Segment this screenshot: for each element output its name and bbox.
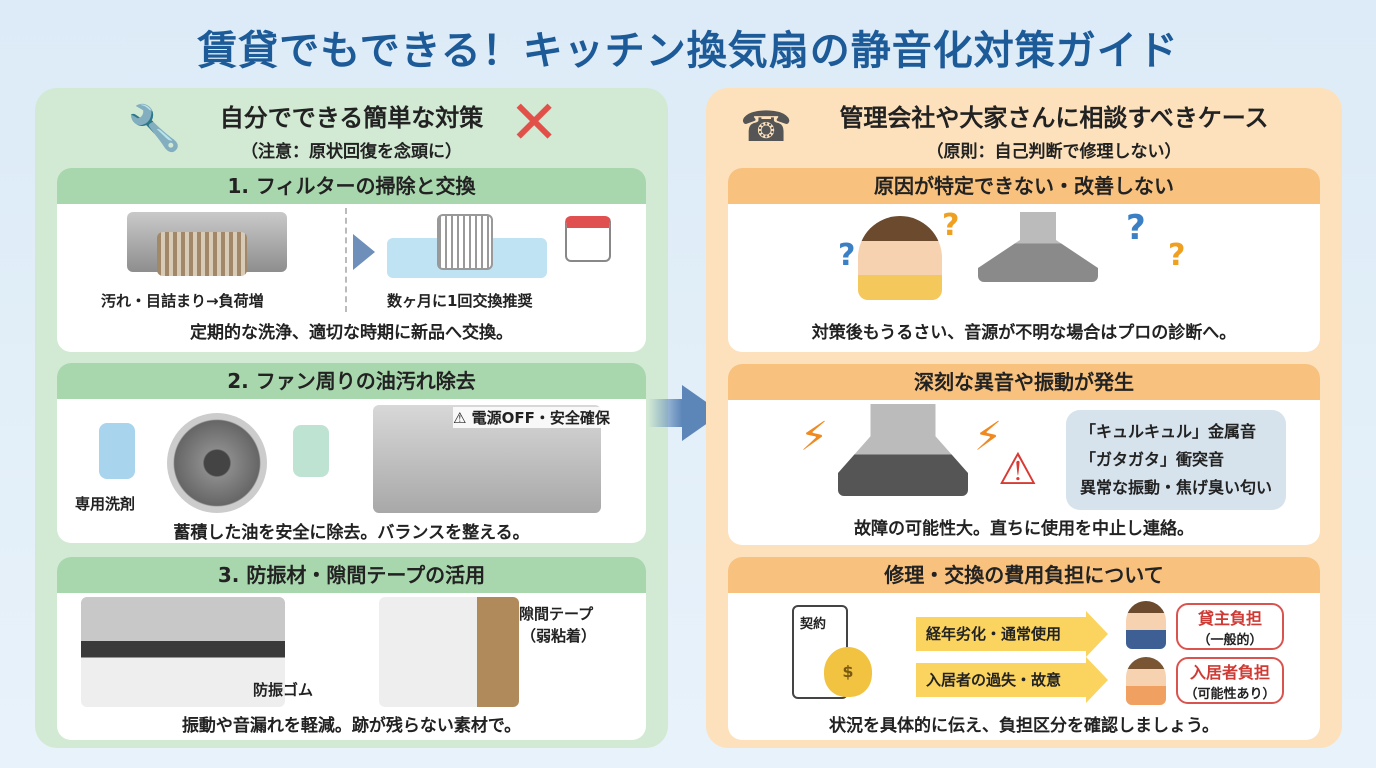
arrow-icon — [353, 234, 375, 270]
section-heading: 1. フィルターの掃除と交換 — [57, 168, 646, 204]
cause-label: 経年劣化・通常使用 — [926, 625, 1062, 643]
section-heading: 3. 防振材・隙間テープの活用 — [57, 557, 646, 593]
section-heading: 原因が特定できない・改善しない — [728, 168, 1320, 204]
section-caption: 定期的な洗浄、適切な時期に新品へ交換。 — [190, 323, 513, 343]
section-heading: 修理・交換の費用負担について — [728, 557, 1320, 593]
diy-measures-panel: 🔧 自分でできる簡単な対策 （注意：原状回復を念頭に） ✕ 1. フィルターの掃… — [35, 88, 668, 748]
cost-burden-section: 修理・交換の費用負担について 契約 $ 経年劣化・通常使用 入居者の過失・故意 … — [728, 557, 1320, 740]
spray-bottle-icon — [99, 423, 135, 479]
diy-panel-title: 自分でできる簡単な対策 — [219, 104, 484, 132]
shock-icon: ⚡ — [974, 414, 1003, 460]
tape-label: 隙間テープ — [519, 605, 594, 623]
section-heading: 2. ファン周りの油汚れ除去 — [57, 363, 646, 399]
power-off-warning: ⚠ 電源OFF・安全確保 — [453, 407, 610, 428]
symptom-item: 「キュルキュル」金属音 — [1080, 422, 1257, 441]
question-mark-icon: ? — [1126, 208, 1146, 248]
serious-noise-section: 深刻な異音や振動が発生 ⚡ ⚡ ⚠ 「キュルキュル」金属音 「ガタガタ」衝突音 … — [728, 364, 1320, 545]
damping-material-section: 3. 防振材・隙間テープの活用 防振ゴム 隙間テープ （弱粘着） 振動や音漏れを… — [57, 557, 646, 740]
tools-icon: 🔧 — [127, 103, 182, 154]
tape-note: （弱粘着） — [521, 627, 597, 645]
unknown-cause-section: 原因が特定できない・改善しない ? ? ? ? 対策後もうるさい、音源が不明な場… — [728, 168, 1320, 352]
diy-panel-header: 自分でできる簡単な対策 （注意：原状回復を念頭に） — [35, 98, 668, 162]
shock-icon: ⚡ — [800, 414, 829, 460]
detergent-label: 専用洗剤 — [75, 495, 136, 513]
question-mark-icon: ? — [942, 208, 960, 243]
payer-note: （一般的） — [1197, 633, 1263, 648]
filter-icon — [157, 232, 247, 276]
rubber-label: 防振ゴム — [253, 681, 314, 699]
filter-section: 1. フィルターの掃除と交換 汚れ・目詰まり→負荷増 数ヶ月に1回交換推奨 定期… — [57, 168, 646, 352]
section-caption: 状況を具体的に伝え、負担区分を確認しましょう。 — [829, 716, 1219, 736]
cause-label: 入居者の過失・故意 — [926, 671, 1062, 689]
filter-label-dirt: 汚れ・目詰まり→負荷増 — [101, 292, 264, 310]
payer-label: 貸主負担 — [1197, 609, 1262, 628]
diy-panel-subtitle: （注意：原状回復を念頭に） — [241, 142, 462, 162]
payer-note: （可能性あり） — [1184, 687, 1276, 702]
filter-label-replace: 数ヶ月に1回交換推奨 — [387, 292, 533, 310]
warning-icon: ⚠ — [998, 444, 1038, 495]
flow-arrow-body — [648, 399, 682, 427]
confused-person-illustration — [858, 216, 942, 300]
range-hood-illustration — [978, 212, 1098, 282]
money-bag-icon: $ — [824, 647, 872, 697]
phone-icon: ☎ — [740, 102, 793, 151]
consult-panel-header: 管理会社や大家さんに相談すべきケース （原則：自己判断で修理しない） — [706, 98, 1342, 162]
cross-icon: ✕ — [509, 88, 560, 158]
section-caption: 故障の可能性大。直ちに使用を中止し連絡。 — [854, 519, 1194, 539]
payer-label: 入居者負担 — [1189, 663, 1270, 682]
wall-tape-illustration — [379, 597, 519, 707]
section-caption: 振動や音漏れを軽減。跡が残らない素材で。 — [181, 716, 522, 736]
fan-cleaning-section: 2. ファン周りの油汚れ除去 専用洗剤 ⚠ 電源OFF・安全確保 蓄積した油を安… — [57, 363, 646, 543]
question-mark-icon: ? — [838, 238, 856, 273]
divider — [345, 208, 347, 312]
section-heading: 深刻な異音や振動が発生 — [728, 364, 1320, 400]
consult-panel-subtitle: （原則：自己判断で修理しない） — [926, 142, 1182, 162]
symptom-item: 「ガタガタ」衝突音 — [1080, 450, 1225, 469]
shaking-hood-illustration — [838, 404, 968, 496]
tenant-avatar — [1126, 657, 1166, 705]
page-title: 賃貸でもできる！キッチン換気扇の静音化対策ガイド — [197, 28, 1179, 74]
fan-illustration — [167, 413, 267, 513]
hood-rubber-illustration — [81, 597, 285, 707]
contract-label: 契約 — [800, 617, 827, 632]
consult-landlord-panel: ☎ 管理会社や大家さんに相談すべきケース （原則：自己判断で修理しない） 原因が… — [706, 88, 1342, 748]
consult-panel-title: 管理会社や大家さんに相談すべきケース — [839, 104, 1269, 132]
spray-bottle-icon — [293, 425, 329, 477]
symptom-item: 異常な振動・焦げ臭い匂い — [1080, 478, 1273, 497]
washed-filter-icon — [437, 214, 493, 270]
landlord-burden-badge: 貸主負担 （一般的） — [1176, 603, 1284, 650]
calendar-icon — [565, 216, 611, 262]
section-caption: 蓄積した油を安全に除去。バランスを整える。 — [173, 523, 530, 543]
landlord-avatar — [1126, 601, 1166, 649]
cause-arrow: 経年劣化・通常使用 — [916, 611, 1108, 657]
symptom-bubble: 「キュルキュル」金属音 「ガタガタ」衝突音 異常な振動・焦げ臭い匂い — [1066, 410, 1287, 510]
question-mark-icon: ? — [1168, 238, 1186, 273]
section-caption: 対策後もうるさい、音源が不明な場合はプロの診断へ。 — [811, 323, 1237, 343]
cause-arrow: 入居者の過失・故意 — [916, 657, 1108, 703]
tenant-burden-badge: 入居者負担 （可能性あり） — [1176, 657, 1284, 704]
